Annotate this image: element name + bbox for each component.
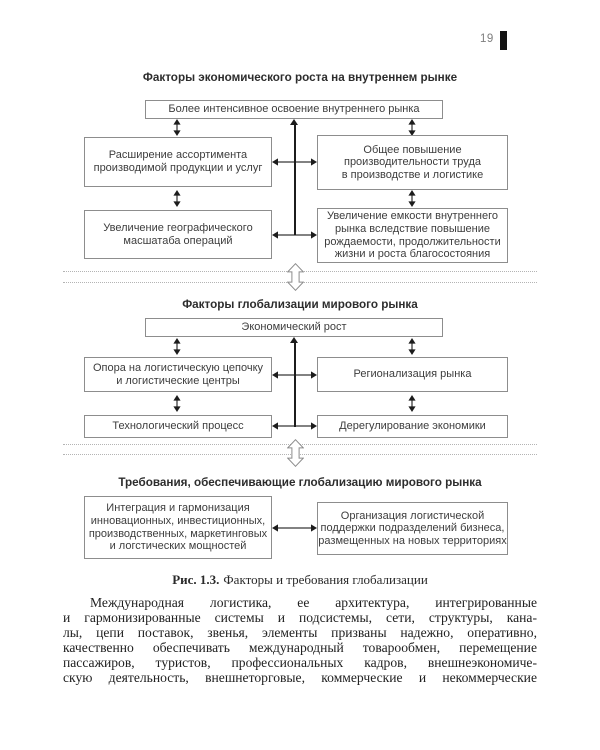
section-1-title: Факторы экономического роста на внутренн…	[142, 71, 458, 84]
box-s2-left-2: Технологический процесс	[84, 415, 272, 438]
paragraph-line: и гармонизированные системы и подсистемы…	[63, 610, 537, 625]
double-arrow-vertical-icon	[407, 395, 417, 412]
box-s2-right-2: Дерегулирование экономики	[317, 415, 508, 438]
paragraph-line: лы, цепи поставок, звенья, элементы приз…	[63, 625, 537, 640]
box-s2-right-1: Регионализация рынка	[317, 357, 508, 392]
double-arrow-vertical-icon	[407, 190, 417, 207]
paragraph-line: Международная логистика, ее архитектура,…	[90, 595, 537, 610]
double-arrow-vertical-icon	[172, 395, 182, 412]
double-arrow-vertical-icon	[407, 119, 417, 136]
double-arrow-horizontal-icon	[272, 421, 317, 431]
figure-caption-label: Рис. 1.3.	[172, 572, 220, 587]
double-arrow-vertical-icon	[172, 338, 182, 355]
box-s1-top: Более интенсивное освоение внутреннего р…	[145, 100, 443, 119]
section-divider-arrow-icon	[287, 263, 304, 291]
center-connector-line	[294, 124, 296, 235]
figure-caption-text: Факторы и требования глобализации	[223, 572, 428, 587]
up-arrowhead-icon	[290, 337, 299, 343]
double-arrow-horizontal-icon	[272, 523, 317, 533]
box-s2-top: Экономический рост	[145, 318, 443, 337]
body-paragraph: Международная логистика, ее архитектура,…	[63, 595, 537, 685]
box-s3-left: Интеграция и гармонизация инновационных,…	[84, 496, 272, 559]
double-arrow-horizontal-icon	[272, 230, 317, 240]
double-arrow-vertical-icon	[407, 338, 417, 355]
box-s1-left-2: Увеличение географического масшатаба опе…	[84, 210, 272, 259]
center-connector-line	[294, 342, 296, 427]
box-s3-right: Организация логистической поддержки подр…	[317, 502, 508, 555]
paragraph-line: скую деятельность, внешнеторговые, комме…	[63, 670, 537, 685]
section-divider-arrow-icon	[287, 439, 304, 467]
section-3-title: Требования, обеспечивающие глобализацию …	[118, 476, 482, 489]
section-2-title: Факторы глобализации мирового рынка	[182, 298, 418, 311]
double-arrow-vertical-icon	[172, 190, 182, 207]
box-s1-left-1: Расширение ассортимента производимой про…	[84, 137, 272, 187]
figure-caption: Рис. 1.3.Факторы и требования глобализац…	[63, 572, 537, 588]
paragraph-line: качественно обеспечивать международный т…	[63, 640, 537, 655]
double-arrow-horizontal-icon	[272, 157, 317, 167]
box-s1-right-1: Общее повышение производительности труда…	[317, 135, 508, 190]
double-arrow-vertical-icon	[172, 119, 182, 136]
up-arrowhead-icon	[290, 119, 299, 125]
box-s1-right-2: Увеличение емкости внутреннего рынка всл…	[317, 208, 508, 263]
dotted-divider	[63, 454, 537, 455]
page-number: 19	[480, 33, 494, 45]
double-arrow-horizontal-icon	[272, 370, 317, 380]
page-number-bar	[500, 31, 507, 50]
paragraph-line: пассажиров, туристов, профессиональных к…	[63, 655, 537, 670]
box-s2-left-1: Опора на логистическую цепочку и логисти…	[84, 357, 272, 392]
